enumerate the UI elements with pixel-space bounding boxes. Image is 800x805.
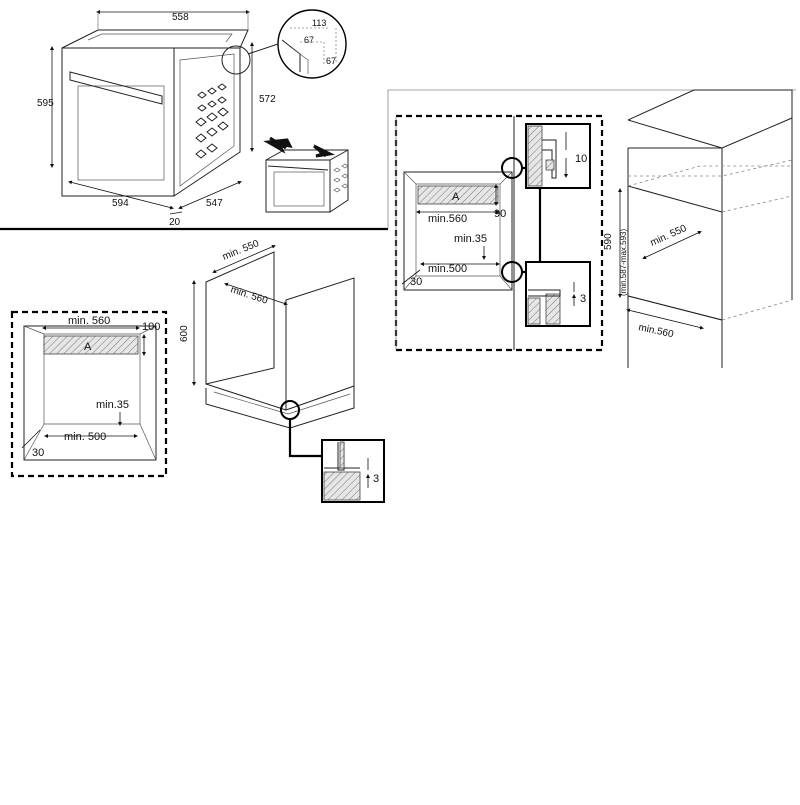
detail-67-v: 67	[326, 56, 336, 66]
detail-callout-circle	[221, 45, 251, 75]
under-counter-3d: min. 550 min. 560 600 3	[179, 238, 385, 503]
left-dim-30: 30	[32, 447, 44, 459]
detail-top-10: 10	[575, 153, 587, 165]
dim-547: 547	[206, 198, 223, 209]
dim-572: 572	[259, 94, 276, 105]
label-area-a: A	[452, 191, 460, 203]
under-callout-circle	[280, 400, 300, 420]
dim-3d-min-560: min.560	[637, 322, 675, 340]
oven-front	[61, 47, 175, 197]
dim-3d-range: (min.587-max.593)	[619, 229, 628, 296]
dim-594: 594	[112, 198, 129, 209]
oven-drawing: 558 595 572 594 547 20 113 67 67	[37, 9, 349, 228]
left-dim-min-500: min. 500	[64, 431, 106, 443]
dim-3d-590: 590	[603, 233, 614, 250]
under-dim-600: 600	[179, 325, 190, 342]
small-oven-with-arrows	[263, 136, 349, 213]
left-label-area-a: A	[84, 341, 92, 353]
dim-90: 90	[494, 208, 506, 220]
dim-min-500: min.500	[428, 263, 467, 275]
dim-20: 20	[169, 217, 181, 228]
oven-side-vents	[195, 83, 229, 159]
detail-67-h: 67	[304, 35, 314, 45]
dim-min-560: min.560	[428, 213, 467, 225]
cabinet-3d: min. 550 590 (min.587-max.593) min.560	[603, 89, 793, 368]
detail-113: 113	[312, 18, 326, 28]
detail-bottom-3: 3	[580, 293, 586, 305]
cabinet-front-panel: A min.560 90 min.35 min.500 30 10 3	[394, 114, 604, 352]
dim-595: 595	[37, 98, 54, 109]
dim-30: 30	[410, 276, 422, 288]
left-dim-min-560: min. 560	[68, 315, 110, 327]
left-dim-100: 100	[142, 321, 160, 333]
section-divider	[0, 89, 796, 231]
push-arrow-left-icon	[263, 136, 293, 154]
left-dim-min-35: min.35	[96, 399, 129, 411]
push-arrow-right-icon	[313, 144, 335, 158]
dim-3d-min-550: min. 550	[649, 223, 689, 249]
left-front-panel: A min. 560 100 min.35 min. 500 30	[10, 310, 168, 478]
dim-min-35: min.35	[454, 233, 487, 245]
under-dim-min-550: min. 550	[221, 238, 261, 263]
dim-558: 558	[172, 12, 189, 23]
oven-handle	[69, 71, 163, 105]
under-detail-3: 3	[373, 473, 379, 485]
oven-side	[173, 47, 241, 197]
under-dim-min-560: min. 560	[229, 284, 269, 306]
oven-door-window	[77, 85, 165, 181]
